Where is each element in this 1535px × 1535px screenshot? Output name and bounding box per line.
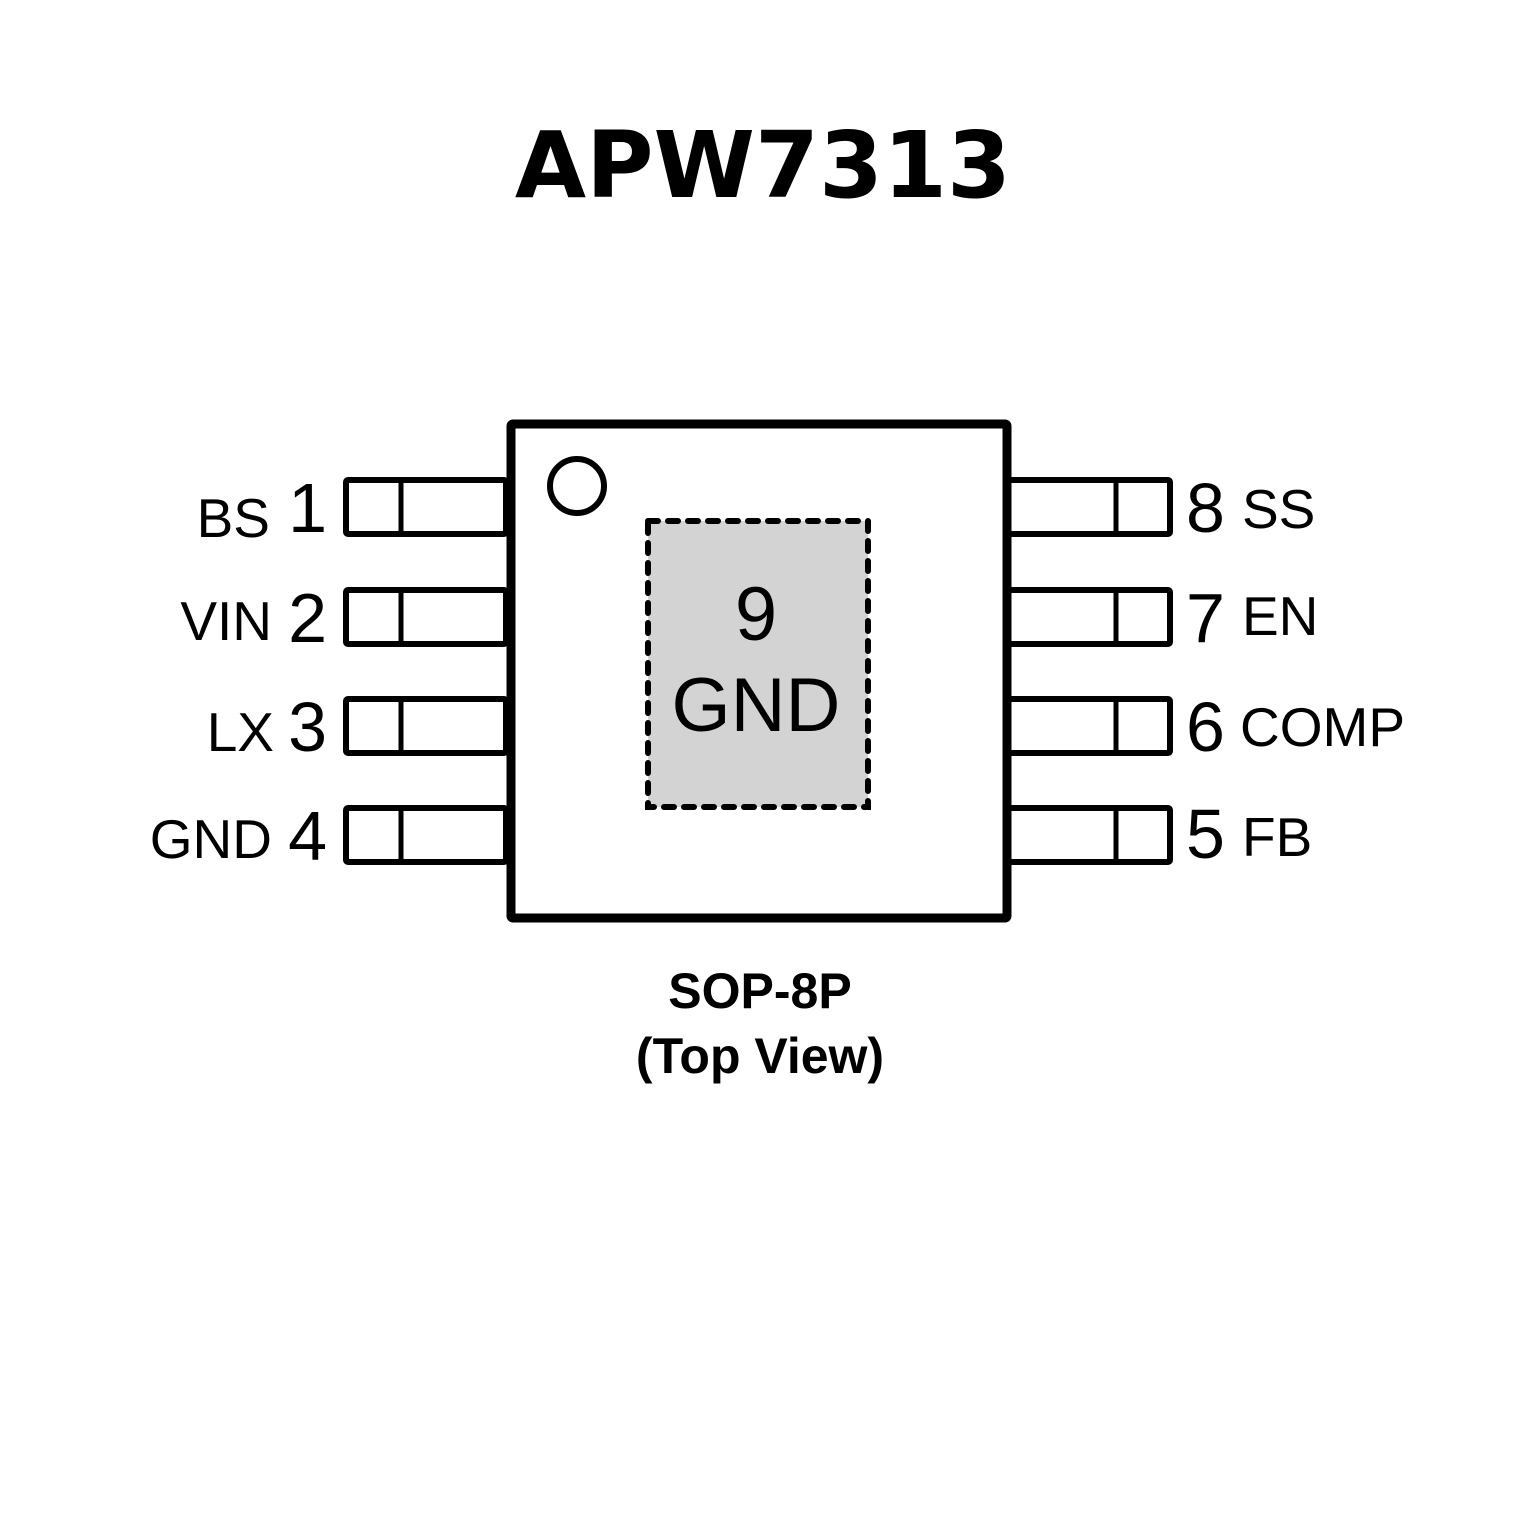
pin-name: LX [207, 701, 274, 763]
pin-name: EN [1242, 585, 1318, 647]
pin-2: 2 VIN [180, 579, 509, 657]
pin-lead [1004, 587, 1173, 647]
pin-8: 8 SS [1004, 469, 1315, 547]
chip-title: APW7313 [515, 112, 1011, 219]
pin-3: 3 LX [207, 688, 509, 766]
pin-name: GND [150, 808, 272, 870]
pin-lead [1004, 696, 1173, 756]
pin-lead [343, 587, 509, 647]
package-name: SOP-8P [668, 963, 851, 1019]
pin-name: SS [1242, 478, 1315, 540]
pin-number: 1 [288, 469, 327, 547]
pin-name: FB [1242, 806, 1312, 868]
pin-5: 5 FB [1004, 795, 1312, 873]
pin-number: 2 [288, 579, 327, 657]
pin-lead [343, 477, 509, 537]
pin-name: VIN [180, 590, 272, 652]
pin-number: 7 [1186, 579, 1225, 657]
pin-lead [1004, 477, 1173, 537]
pin-number: 3 [288, 688, 327, 766]
pin-lead [343, 696, 509, 756]
pin-name: COMP [1240, 696, 1405, 758]
exposed-pad-name: GND [672, 663, 841, 748]
pin-number: 4 [288, 797, 327, 875]
pin-lead [1004, 805, 1173, 865]
pin-name: BS [197, 487, 270, 549]
pin-number: 5 [1186, 795, 1225, 873]
pin-number: 8 [1186, 469, 1225, 547]
package-view: (Top View) [636, 1028, 884, 1084]
pin-4: 4 GND [150, 797, 509, 875]
pin-6: 6 COMP [1004, 688, 1405, 766]
exposed-pad-number: 9 [735, 572, 777, 657]
right-pins: 8 SS 7 EN 6 COMP 5 FB [1004, 469, 1405, 873]
left-pins: 1 BS 2 VIN 3 LX 4 GND [150, 469, 509, 875]
pin1-marker-icon [547, 456, 607, 516]
pin-1: 1 BS [197, 469, 509, 549]
exposed-pad [645, 518, 871, 810]
pin-number: 6 [1186, 688, 1225, 766]
pin-7: 7 EN [1004, 579, 1318, 657]
pin-lead [343, 805, 509, 865]
